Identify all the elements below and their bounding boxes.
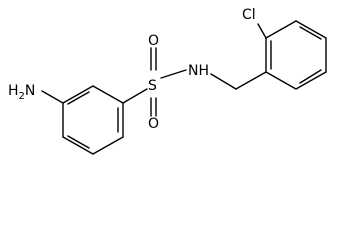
ring-a-bond-1: [92, 85, 124, 104]
amine-h-label: H: [8, 83, 19, 99]
sulfonyl-group: [122, 47, 187, 117]
amine-h-count: 2: [19, 91, 25, 102]
amine-label: H2N: [8, 83, 35, 102]
sulfonamide-nh-label: NH: [188, 63, 209, 79]
ring-b-bond-3: [295, 20, 327, 39]
ring-b-double-3: [299, 69, 322, 84]
sulfur-to-nh-bond: [160, 69, 187, 79]
ring-a-bond-3: [92, 136, 124, 155]
amine-bond: [41, 90, 64, 104]
ring-a-bond-4: [62, 136, 94, 155]
chlorine-label: Cl: [242, 7, 256, 23]
aminobenzene-ring: [62, 85, 124, 155]
ring-b-bond-5: [295, 71, 327, 90]
ring-a-double-2: [67, 135, 90, 149]
ring-to-sulfur-bond: [122, 88, 148, 104]
ring-b-double-2: [299, 26, 322, 40]
ring-b-bond-2: [265, 20, 297, 39]
nh-to-ch2-bond: [210, 73, 237, 90]
ch2-to-ring-bond: [235, 71, 267, 90]
chlorine-bond: [257, 23, 267, 39]
sulfur-label: S: [148, 78, 157, 94]
oxygen-top-label: O: [148, 33, 159, 49]
molecule-diagram: H2N S O O NH Cl: [8, 7, 327, 155]
chlorobenzene-ring: [265, 20, 327, 90]
structure-canvas: H2N S O O NH Cl: [8, 7, 327, 155]
oxygen-bottom-label: O: [148, 116, 159, 132]
ring-a-bond-6: [62, 85, 94, 104]
ring-b-bond-6: [265, 71, 297, 90]
ring-a-double-3: [67, 91, 90, 105]
amine-n-label: N: [25, 83, 35, 99]
